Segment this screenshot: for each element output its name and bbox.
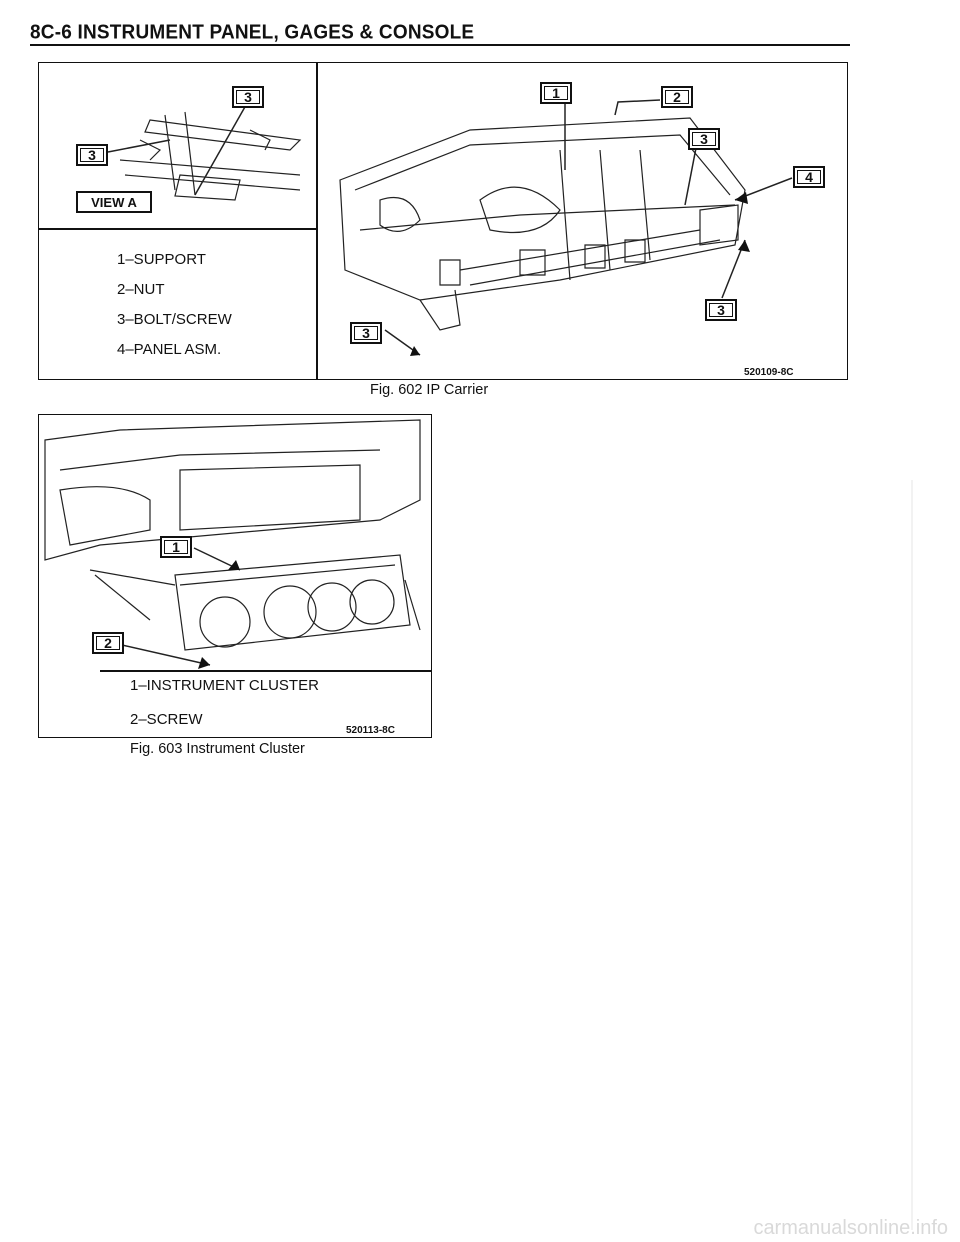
callout-fig602-4: 4 [793, 166, 825, 188]
page-header: 8C-6 INSTRUMENT PANEL, GAGES & CONSOLE [30, 21, 475, 44]
fig602-ref-code: 520109-8C [744, 367, 794, 378]
fig603-legend-item-1: 1–INSTRUMENT CLUSTER [130, 677, 319, 694]
fig603-ref-code: 520113-8C [346, 725, 395, 736]
fig602-legend-item-1: 1–SUPPORT [117, 251, 206, 268]
figure-602-frame [38, 62, 848, 380]
fig602-legend-item-3: 3–BOLT/SCREW [117, 311, 232, 328]
callout-fig602-2: 2 [661, 86, 693, 108]
callout-view-a-3-left: 3 [76, 144, 108, 166]
callout-fig602-3-right: 3 [705, 299, 737, 321]
callout-fig603-1: 1 [160, 536, 192, 558]
view-a-support-drawing [119, 111, 302, 201]
ip-carrier-drawing [339, 117, 746, 331]
fig602-legend-item-2: 2–NUT [117, 281, 165, 298]
callout-view-a-3-top: 3 [232, 86, 264, 108]
callout-fig603-2: 2 [92, 632, 124, 654]
fig602-caption: Fig. 602 IP Carrier [370, 382, 489, 398]
instrument-cluster-drawing [44, 419, 421, 651]
figure-602-divider-vertical [316, 62, 318, 380]
header-rule [30, 44, 850, 46]
fig603-legend-item-2: 2–SCREW [130, 711, 203, 728]
fig603-caption: Fig. 603 Instrument Cluster [130, 741, 305, 757]
figure-603-divider-horizontal [100, 670, 432, 672]
watermark: carmanualsonline.info [753, 1217, 948, 1239]
figure-603-frame [38, 414, 432, 738]
callout-fig602-3-lower: 3 [350, 322, 382, 344]
callout-fig602-1: 1 [540, 82, 572, 104]
fig602-legend-item-4: 4–PANEL ASM. [117, 341, 222, 358]
callout-fig602-3-upper: 3 [688, 128, 720, 150]
figure-602-divider-horizontal [38, 228, 316, 230]
view-a-label: VIEW A [76, 191, 152, 213]
